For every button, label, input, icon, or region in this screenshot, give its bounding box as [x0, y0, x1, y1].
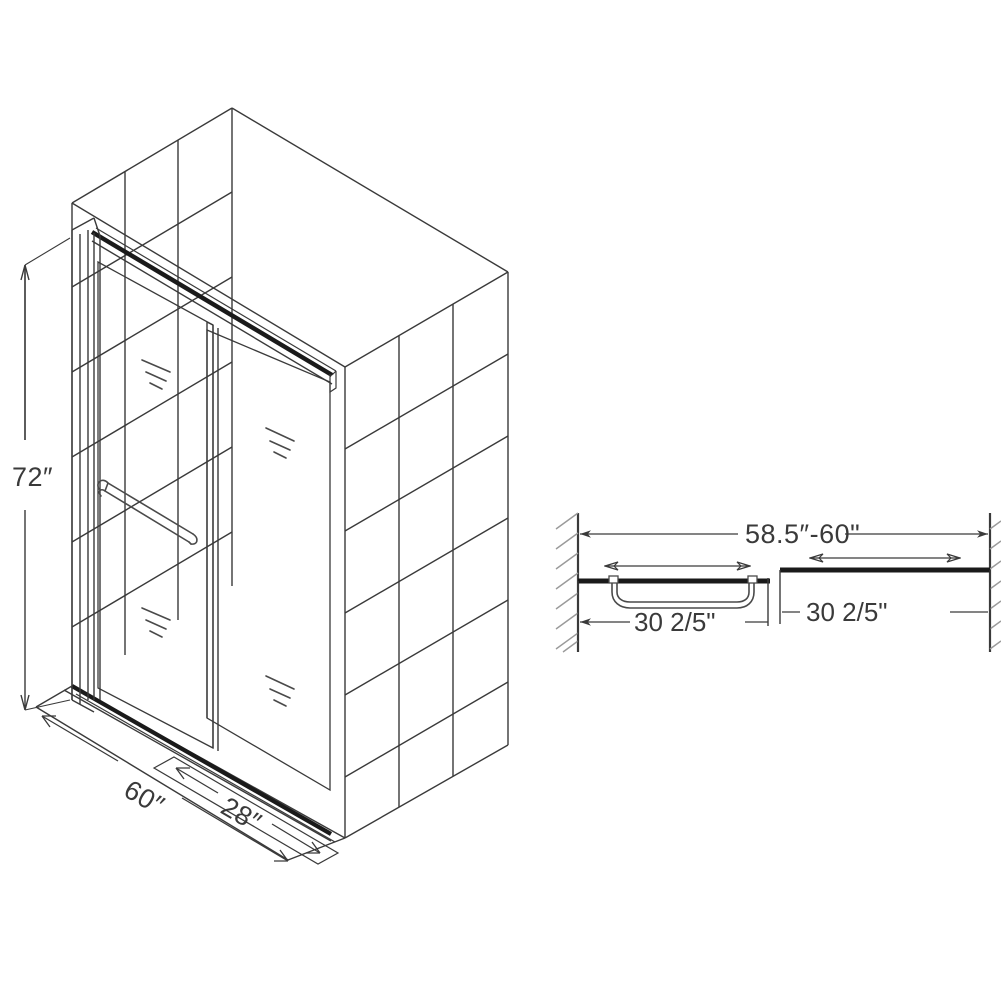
left-panel-dimension-label: 30 2/5": [634, 607, 716, 637]
center-divider-stile: [206, 321, 219, 751]
base-width-dimension-label: 60″: [119, 774, 170, 821]
left-wall: [555, 512, 580, 653]
bottom-rail: [70, 684, 336, 843]
height-dimension: 72″: [12, 237, 71, 711]
glass-reflection-marks: [141, 359, 295, 707]
isometric-shower-enclosure: 72″ 60″ 28″: [12, 107, 509, 865]
right-panel-dimension: 30 2/5": [782, 570, 991, 640]
plan-door-handle[interactable]: [608, 575, 758, 609]
right-fixed-panel: [767, 567, 990, 626]
top-plan-view: 58.5″-60": [555, 512, 1001, 653]
overall-width-dimension: 58.5″-60": [580, 519, 988, 549]
sliding-glass-panel: [97, 260, 214, 750]
right-panel-dimension-label: 30 2/5": [806, 597, 888, 627]
right-side-wall-tiles: [344, 271, 509, 839]
fixed-glass-panel: [206, 329, 331, 792]
door-handle[interactable]: [97, 479, 198, 545]
left-panel-dimension: 30 2/5": [577, 581, 768, 652]
ceiling-plane: [71, 107, 509, 368]
top-rail: [90, 227, 337, 394]
right-wall: [988, 513, 1001, 652]
overall-width-dimension-label: 58.5″-60": [745, 519, 860, 549]
height-dimension-label: 72″: [12, 462, 53, 492]
left-frame-post: [71, 217, 101, 713]
